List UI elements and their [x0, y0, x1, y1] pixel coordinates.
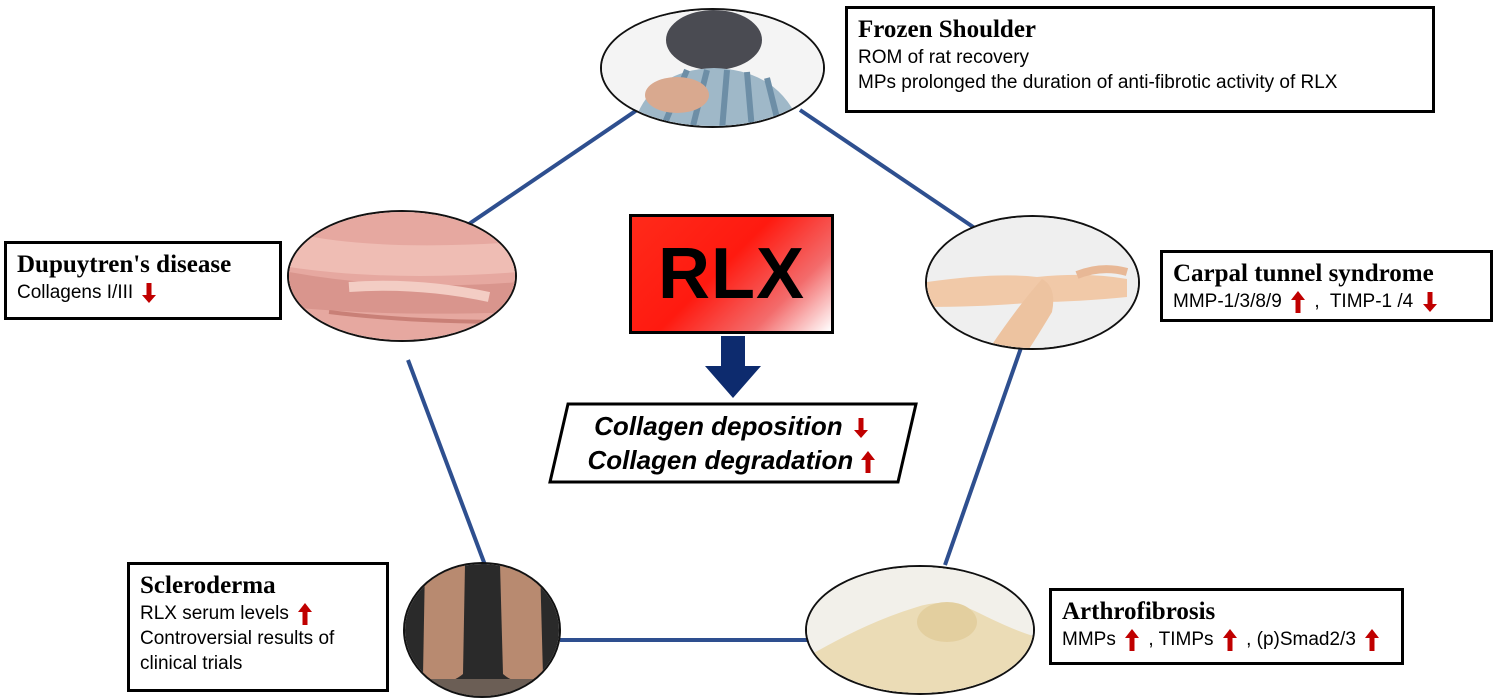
frozen-shoulder-line-1: ROM of rat recovery	[858, 47, 1030, 68]
dupuytren-box: Dupuytren's disease Collagens I/III	[4, 241, 282, 320]
edge-shoulder-dupuytren	[461, 106, 642, 230]
dupuytren-collagen-text: Collagens I/III	[17, 282, 134, 303]
arthrofibrosis-timps-text: , TIMPs	[1148, 629, 1214, 650]
collagen-degradation-text: Collagen degradation	[587, 445, 854, 475]
arthrofibrosis-mmps-text: MMPs	[1062, 629, 1116, 650]
up-arrow-icon	[1222, 628, 1237, 651]
edge-carpal-arthrofibrosis	[943, 344, 1024, 566]
collagen-degradation-line: Collagen degradation	[587, 443, 878, 477]
rlx-center-box: RLX	[629, 214, 834, 334]
dupuytren-title: Dupuytren's disease	[17, 251, 232, 278]
frozen-shoulder-title: Frozen Shoulder	[858, 16, 1037, 43]
scleroderma-title: Scleroderma	[140, 572, 276, 599]
down-thick-arrow-icon	[705, 336, 761, 398]
arthrofibrosis-line-1: MMPs , TIMPs , (p)Smad2/3	[1062, 627, 1391, 652]
frozen-shoulder-line-2: MPs prolonged the duration of anti-fibro…	[858, 72, 1338, 93]
collagen-deposition-text: Collagen deposition	[594, 411, 843, 441]
up-arrow-icon	[1125, 628, 1140, 651]
down-arrow-icon	[853, 418, 868, 439]
scleroderma-box: Scleroderma RLX serum levels Controversi…	[127, 562, 389, 692]
arthrofibrosis-title: Arthrofibrosis	[1062, 598, 1216, 625]
arthrofibrosis-box: Arthrofibrosis MMPs , TIMPs , (p)Smad2/3	[1049, 588, 1404, 665]
dupuytren-hand-photo	[287, 210, 517, 342]
carpal-tunnel-wrist-photo	[925, 215, 1140, 350]
rlx-label: RLX	[658, 234, 805, 314]
carpal-tunnel-line-1: MMP-1/3/8/9 , TIMP-1 /4	[1173, 289, 1480, 314]
up-arrow-icon	[298, 602, 313, 625]
carpal-tunnel-box: Carpal tunnel syndrome MMP-1/3/8/9 , TIM…	[1160, 250, 1493, 322]
dupuytren-line-1: Collagens I/III	[17, 280, 269, 305]
down-arrow-icon	[1422, 291, 1437, 312]
frozen-shoulder-box: Frozen Shoulder ROM of rat recovery MPs …	[845, 6, 1435, 113]
arthrofibrosis-smad-text: , (p)Smad2/3	[1246, 629, 1356, 650]
scleroderma-legs-photo	[403, 562, 561, 698]
arthrofibrosis-knee-photo	[805, 565, 1035, 695]
down-arrow-icon	[142, 282, 157, 303]
up-arrow-icon	[860, 451, 875, 474]
scleroderma-line-3: clinical trials	[140, 653, 243, 674]
up-arrow-icon	[1365, 628, 1380, 651]
edge-shoulder-carpal	[798, 108, 987, 237]
collagen-deposition-line: Collagen deposition	[594, 409, 872, 443]
up-arrow-icon	[1291, 290, 1306, 313]
scleroderma-line-2: Controversial results of	[140, 628, 335, 649]
carpal-timp-text: , TIMP-1 /4	[1314, 291, 1414, 312]
collagen-effect-box: Collagen deposition Collagen degradation	[548, 402, 918, 484]
carpal-mmp-text: MMP-1/3/8/9	[1173, 291, 1282, 312]
scleroderma-rlx-serum-text: RLX serum levels	[140, 603, 289, 624]
edge-dupuytren-scleroderma	[406, 359, 487, 566]
carpal-tunnel-title: Carpal tunnel syndrome	[1173, 260, 1434, 287]
frozen-shoulder-photo	[600, 8, 825, 128]
scleroderma-line-1: RLX serum levels	[140, 601, 376, 626]
